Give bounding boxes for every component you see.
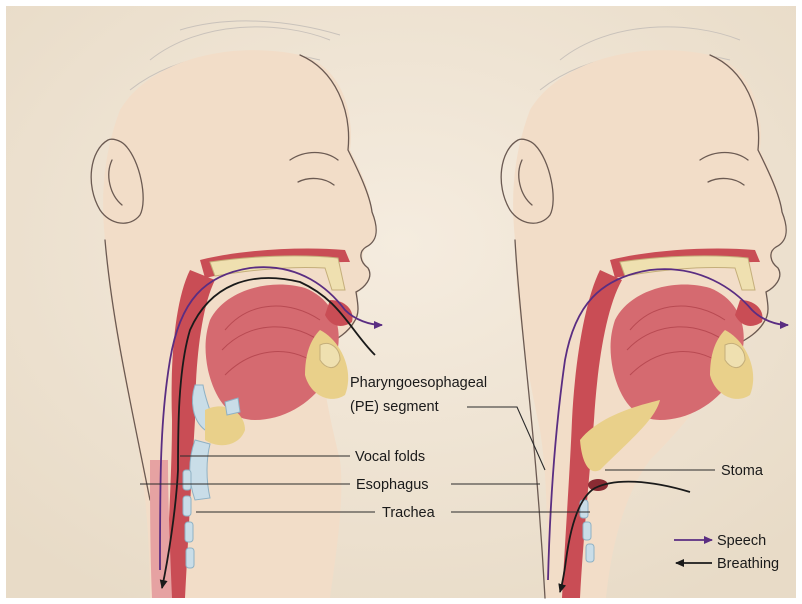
pe-segment-label-line1: Pharyngoesophageal: [350, 375, 487, 391]
vocal-folds-label: Vocal folds: [355, 449, 425, 465]
stoma-label: Stoma: [721, 463, 764, 479]
legend-breathing-label: Breathing: [717, 556, 779, 572]
pe-segment-label-line2: (PE) segment: [350, 399, 439, 415]
legend-speech-label: Speech: [717, 533, 766, 549]
esophagus-label: Esophagus: [356, 477, 429, 493]
trachea-label: Trachea: [382, 505, 436, 521]
